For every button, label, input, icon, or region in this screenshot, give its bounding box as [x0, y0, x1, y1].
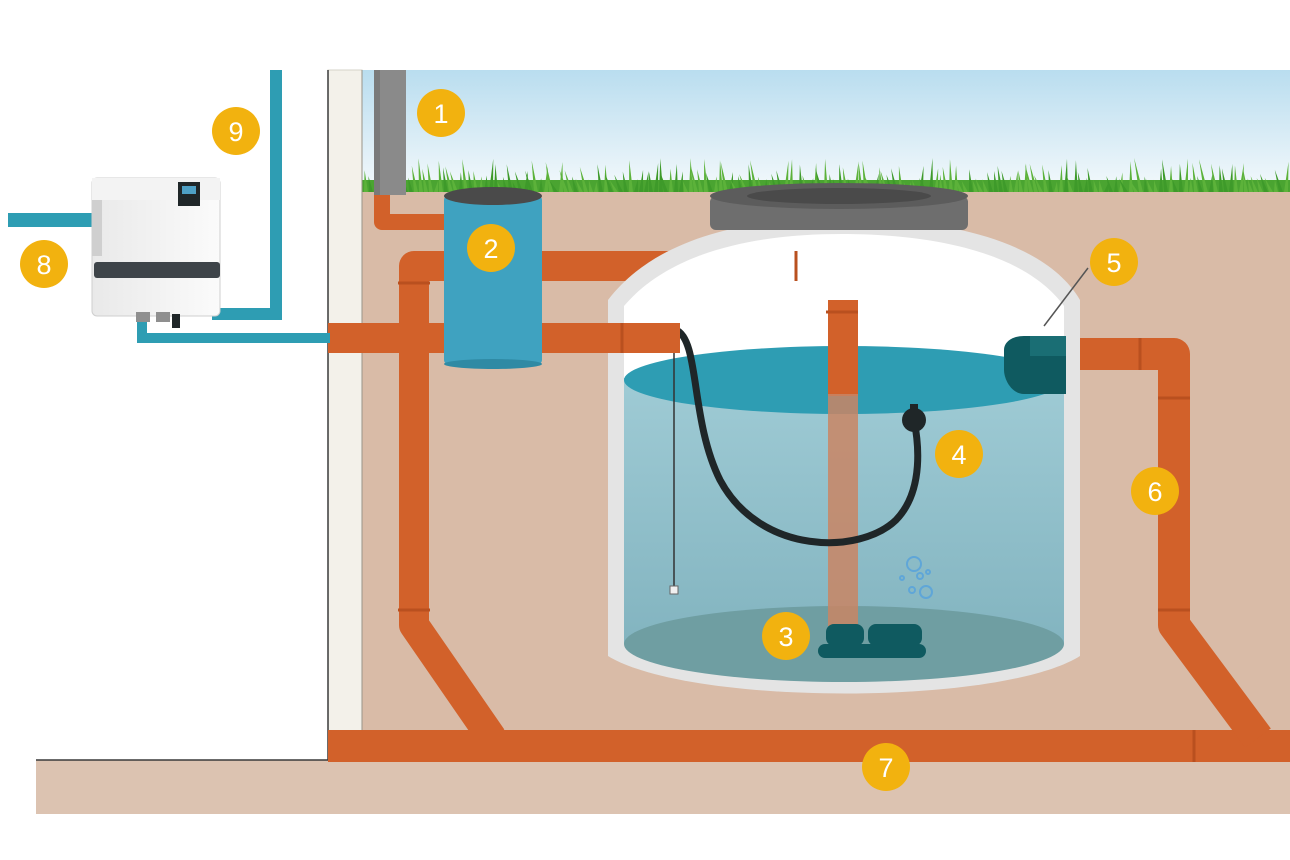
badge-3: 3	[762, 612, 810, 660]
badge-circle	[1090, 238, 1138, 286]
filter-icon	[444, 187, 542, 369]
pump-icon	[818, 624, 926, 658]
siphon-leader-line	[1043, 267, 1089, 327]
service-line	[212, 70, 282, 320]
badge-9: 9	[212, 107, 260, 155]
calmed-inlet	[828, 300, 858, 396]
badge-6: 6	[1131, 467, 1179, 515]
tank-shaft	[710, 183, 968, 230]
badge-2: 2	[467, 224, 515, 272]
badge-1: 1	[417, 89, 465, 137]
badge-number: 4	[951, 440, 966, 470]
connector-pipe	[137, 318, 330, 343]
rainwater-control-unit	[91, 177, 221, 328]
badge-5: 5	[1090, 238, 1138, 286]
suction-hose	[674, 326, 922, 546]
downpipe-icon	[374, 70, 406, 195]
sky	[362, 70, 1290, 188]
badge-7: 7	[862, 743, 910, 791]
badge-number: 3	[778, 622, 793, 652]
building-wall	[327, 69, 363, 733]
air-bubbles	[899, 556, 933, 599]
drain-pipe	[328, 730, 1290, 762]
badge-8: 8	[20, 240, 68, 288]
badge-circle	[467, 224, 515, 272]
siphon-icon	[1004, 336, 1066, 394]
badge-circle	[20, 240, 68, 288]
badges: 1 2 3 4 5 6 7 8 9	[20, 89, 1179, 791]
badge-circle	[417, 89, 465, 137]
badge-number: 5	[1106, 248, 1121, 278]
mains-supply	[8, 213, 96, 227]
badge-4: 4	[935, 430, 983, 478]
filter-drain-pipe	[399, 251, 505, 747]
badge-circle	[212, 107, 260, 155]
badge-number: 6	[1147, 477, 1162, 507]
badge-number: 7	[878, 753, 893, 783]
badge-number: 2	[483, 234, 498, 264]
badge-circle	[762, 612, 810, 660]
downpipe-connector	[374, 195, 446, 230]
badge-number: 9	[228, 117, 243, 147]
pipe-joints	[398, 251, 1196, 762]
badge-circle	[1131, 467, 1179, 515]
basement-floor	[36, 760, 1290, 814]
float-icon	[902, 404, 926, 432]
badge-circle	[862, 743, 910, 791]
badge-circle	[935, 430, 983, 478]
badge-number: 8	[36, 250, 51, 280]
badge-number: 1	[433, 99, 448, 129]
